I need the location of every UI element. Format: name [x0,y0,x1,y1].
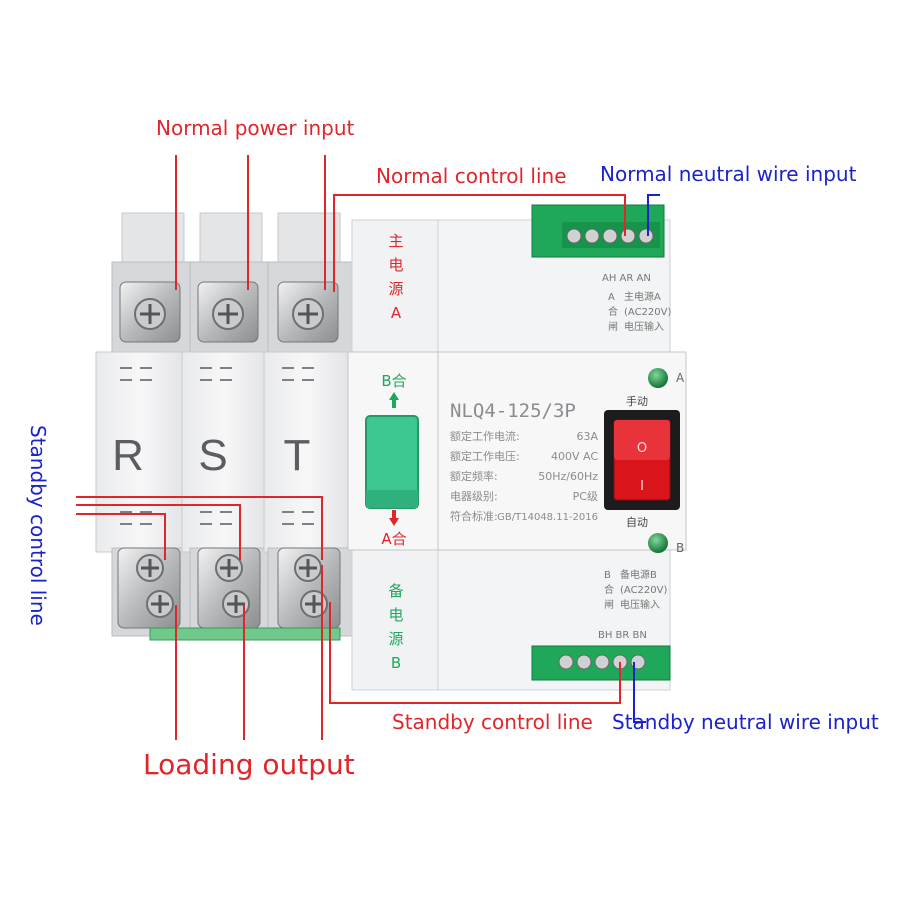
svg-text:闸: 闸 [608,320,618,333]
svg-text:主电源A: 主电源A [624,290,661,303]
spec-table: 额定工作电流: 63A 额定工作电压: 400V AC 额定频率: 50Hz/6… [450,429,598,523]
bottom-terminal-block [531,645,671,681]
label-standby-control-line-bottom: Standby control line [392,710,593,734]
svg-text:GB/T14048.11-2016: GB/T14048.11-2016 [497,512,598,523]
svg-text:额定工作电流:: 额定工作电流: [450,429,520,443]
rocker-switch[interactable] [604,410,680,510]
indicator-b-label: B [676,541,684,555]
indicator-a-label: A [676,371,685,385]
switch-a-label: A合 [381,530,406,548]
phase-letter-t: T [284,431,311,480]
rocker-on-label: I [640,479,644,494]
svg-text:符合标准:: 符合标准: [450,509,498,523]
switch-b-label: B合 [381,372,406,390]
label-normal-neutral-wire-input: Normal neutral wire input [600,162,857,186]
main-source-label: 主 电 源 A [388,232,403,322]
svg-text:合: 合 [604,583,614,596]
svg-text:63A: 63A [576,430,598,443]
indicator-a-led [648,368,668,388]
svg-text:400V AC: 400V AC [551,450,598,463]
svg-text:合: 合 [608,305,618,318]
svg-text:闸: 闸 [604,598,614,611]
top-info: A 合 闸 主电源A (AC220V) 电压输入 [608,290,671,333]
svg-text:(AC220V): (AC220V) [620,585,667,596]
svg-text:备: 备 [388,582,403,600]
label-loading-output: Loading output [143,748,355,781]
transfer-handle[interactable]: B合 A合 [365,372,419,548]
svg-text:电: 电 [388,256,403,274]
red-annotation-lines [76,155,626,740]
svg-text:源: 源 [388,630,403,648]
switch-module [347,219,687,691]
arrow-down-icon [389,510,399,526]
output-screw-terminals [117,547,341,641]
bottom-terminal-codes: BH BR BN [598,630,647,641]
backup-source-label: 备 电 源 B [388,582,403,672]
label-standby-neutral-wire-input: Standby neutral wire input [612,710,879,734]
auto-label: 自动 [626,516,648,529]
svg-text:额定工作电压:: 额定工作电压: [450,449,520,463]
arrow-up-icon [389,392,399,408]
svg-text:(AC220V): (AC220V) [624,307,671,318]
svg-text:电器级别:: 电器级别: [450,490,498,503]
svg-text:主: 主 [388,232,403,250]
top-terminal-block [531,204,665,258]
vent-marks [120,367,314,525]
svg-text:B: B [391,654,401,672]
svg-text:A: A [608,292,615,303]
input-screw-terminals [119,281,339,343]
indicator-b-led [648,533,668,553]
top-terminal-codes: AH AR AN [602,273,651,284]
svg-text:备电源B: 备电源B [620,568,657,581]
svg-text:50Hz/60Hz: 50Hz/60Hz [538,470,598,483]
label-normal-control-line: Normal control line [376,164,567,188]
label-standby-control-line-left: Standby control line [26,425,50,626]
bottom-info: B 合 闸 备电源B (AC220V) 电压输入 [604,568,667,611]
svg-text:额定频率:: 额定频率: [450,469,498,483]
svg-text:电压输入: 电压输入 [620,598,660,611]
manual-label: 手动 [626,394,648,408]
phase-letter-r: R [112,431,144,480]
label-normal-power-input: Normal power input [156,116,355,140]
svg-text:源: 源 [388,280,403,298]
svg-text:A: A [391,304,402,322]
svg-text:电: 电 [388,606,403,624]
model-number: NLQ4-125/3P [450,400,576,422]
svg-text:PC级: PC级 [573,490,598,503]
svg-text:电压输入: 电压输入 [624,320,664,333]
rocker-off-label: O [637,441,647,456]
blue-annotation-lines [633,194,660,723]
svg-text:B: B [604,570,611,581]
phase-letter-s: S [198,431,227,480]
